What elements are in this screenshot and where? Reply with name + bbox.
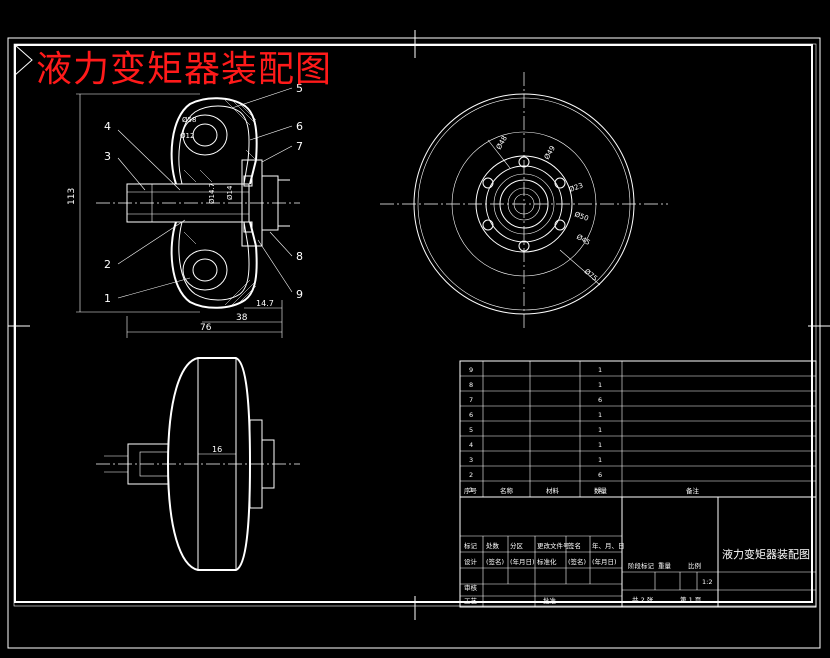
end-view: Ø48 Ø49 Ø23 Ø50 Ø45 Ø75 [380, 72, 668, 330]
title-row-a-cell: 分区 [510, 541, 524, 550]
dim-16: 16 [212, 445, 222, 454]
bom-row-qty: 1 [598, 366, 602, 374]
dim-c6: Ø75 [583, 267, 599, 282]
bom-header-no: 序号 [464, 486, 478, 495]
label-2: 2 [104, 258, 111, 271]
bom-row-no: 5 [469, 426, 473, 434]
dim-113: 113 [67, 188, 77, 205]
bom-row-no: 1 [469, 486, 473, 494]
title-stage-label: 比例 [688, 561, 701, 570]
label-8: 8 [296, 250, 303, 263]
dim-c4: Ø50 [573, 210, 589, 222]
title-process: 工艺 [464, 597, 478, 605]
title-block-name: 液力变矩器装配图 [722, 547, 810, 561]
dim-76: 76 [200, 323, 212, 333]
bom-row-qty: 1 [598, 426, 602, 434]
title-row-b-cell: (年月日) [510, 557, 535, 566]
bom-header-material: 材料 [546, 486, 560, 495]
bom-row-qty: 6 [598, 471, 602, 479]
label-5: 5 [296, 82, 303, 95]
dim-c3: Ø23 [568, 181, 584, 193]
title-row-b-cell: (签名) [568, 557, 586, 566]
label-3: 3 [104, 150, 111, 163]
title-scale: 1:2 [702, 578, 712, 586]
bom-row-no: 4 [469, 441, 473, 449]
dim-14-7: 14.7 [256, 299, 274, 308]
bom-row-qty: 1 [598, 441, 602, 449]
bom-row-qty: 1 [598, 411, 602, 419]
title-row-a-cell: 标记 [464, 541, 478, 550]
label-7: 7 [296, 140, 303, 153]
section-view: 113 76 38 14.7 Ø58 Ø12 Ø14 Ø14.7 5 6 7 8… [67, 82, 303, 338]
bom-row-no: 8 [469, 381, 473, 389]
inner-frame [13, 43, 817, 607]
label-1: 1 [104, 292, 111, 305]
title-review: 审核 [464, 583, 478, 592]
bom-header-name: 名称 [500, 486, 514, 495]
dim-c2: Ø49 [543, 145, 557, 161]
title-row-b-cell: (签名) [486, 557, 504, 566]
dim-38: 38 [236, 313, 248, 323]
bom-row-no: 3 [469, 456, 473, 464]
dim-r3: Ø14 [226, 185, 234, 200]
label-9: 9 [296, 288, 303, 301]
outer-frame [7, 37, 821, 649]
bom-row-no: 6 [469, 411, 473, 419]
title-row-a-cell: 处数 [486, 541, 500, 550]
title-approve: 批准 [543, 596, 557, 605]
title-stage-label: 重量 [658, 562, 672, 570]
drawing-border [14, 44, 813, 603]
title-row-b-cell: 标准化 [537, 557, 557, 566]
bom-row-qty: 1 [598, 486, 602, 494]
label-6: 6 [296, 120, 303, 133]
title-row-a-cell: 签名 [568, 541, 581, 550]
title-stage-label: 阶段标记 [628, 561, 655, 570]
bom-header-qty: 数量 [594, 486, 608, 495]
dim-r4: Ø14.7 [208, 183, 216, 204]
bom-row-qty: 6 [598, 396, 602, 404]
title-row-b-cell: (年月日) [592, 557, 617, 566]
bom-row-no: 9 [469, 366, 473, 374]
bom-header-note: 备注 [686, 486, 700, 495]
title-row-b-cell: 设计 [464, 557, 478, 566]
bom-row-no: 2 [469, 471, 473, 479]
drawing-title: 液力变矩器装配图 [36, 49, 333, 90]
bom-row-no: 7 [469, 396, 473, 404]
bom-row-qty: 1 [598, 381, 602, 389]
dim-r2: Ø12 [180, 132, 194, 140]
side-view: 16 [96, 357, 300, 571]
label-4: 4 [104, 120, 111, 133]
dim-r1: Ø58 [182, 116, 196, 124]
title-sheet-no: 第 1 页 [680, 595, 702, 604]
bom-table [459, 360, 817, 498]
title-block-text: 标记处数分区更改文件号签名年、月、日设计(签名)(年月日)标准化(签名)(年月日… [464, 541, 712, 605]
title-block: 液力变矩器装配图 [459, 496, 817, 608]
title-row-a-cell: 更改文件号 [537, 541, 570, 550]
title-sheets: 共 2 张 [632, 595, 654, 604]
title-row-a-cell: 年、月、日 [592, 541, 625, 550]
bom-row-qty: 1 [598, 456, 602, 464]
